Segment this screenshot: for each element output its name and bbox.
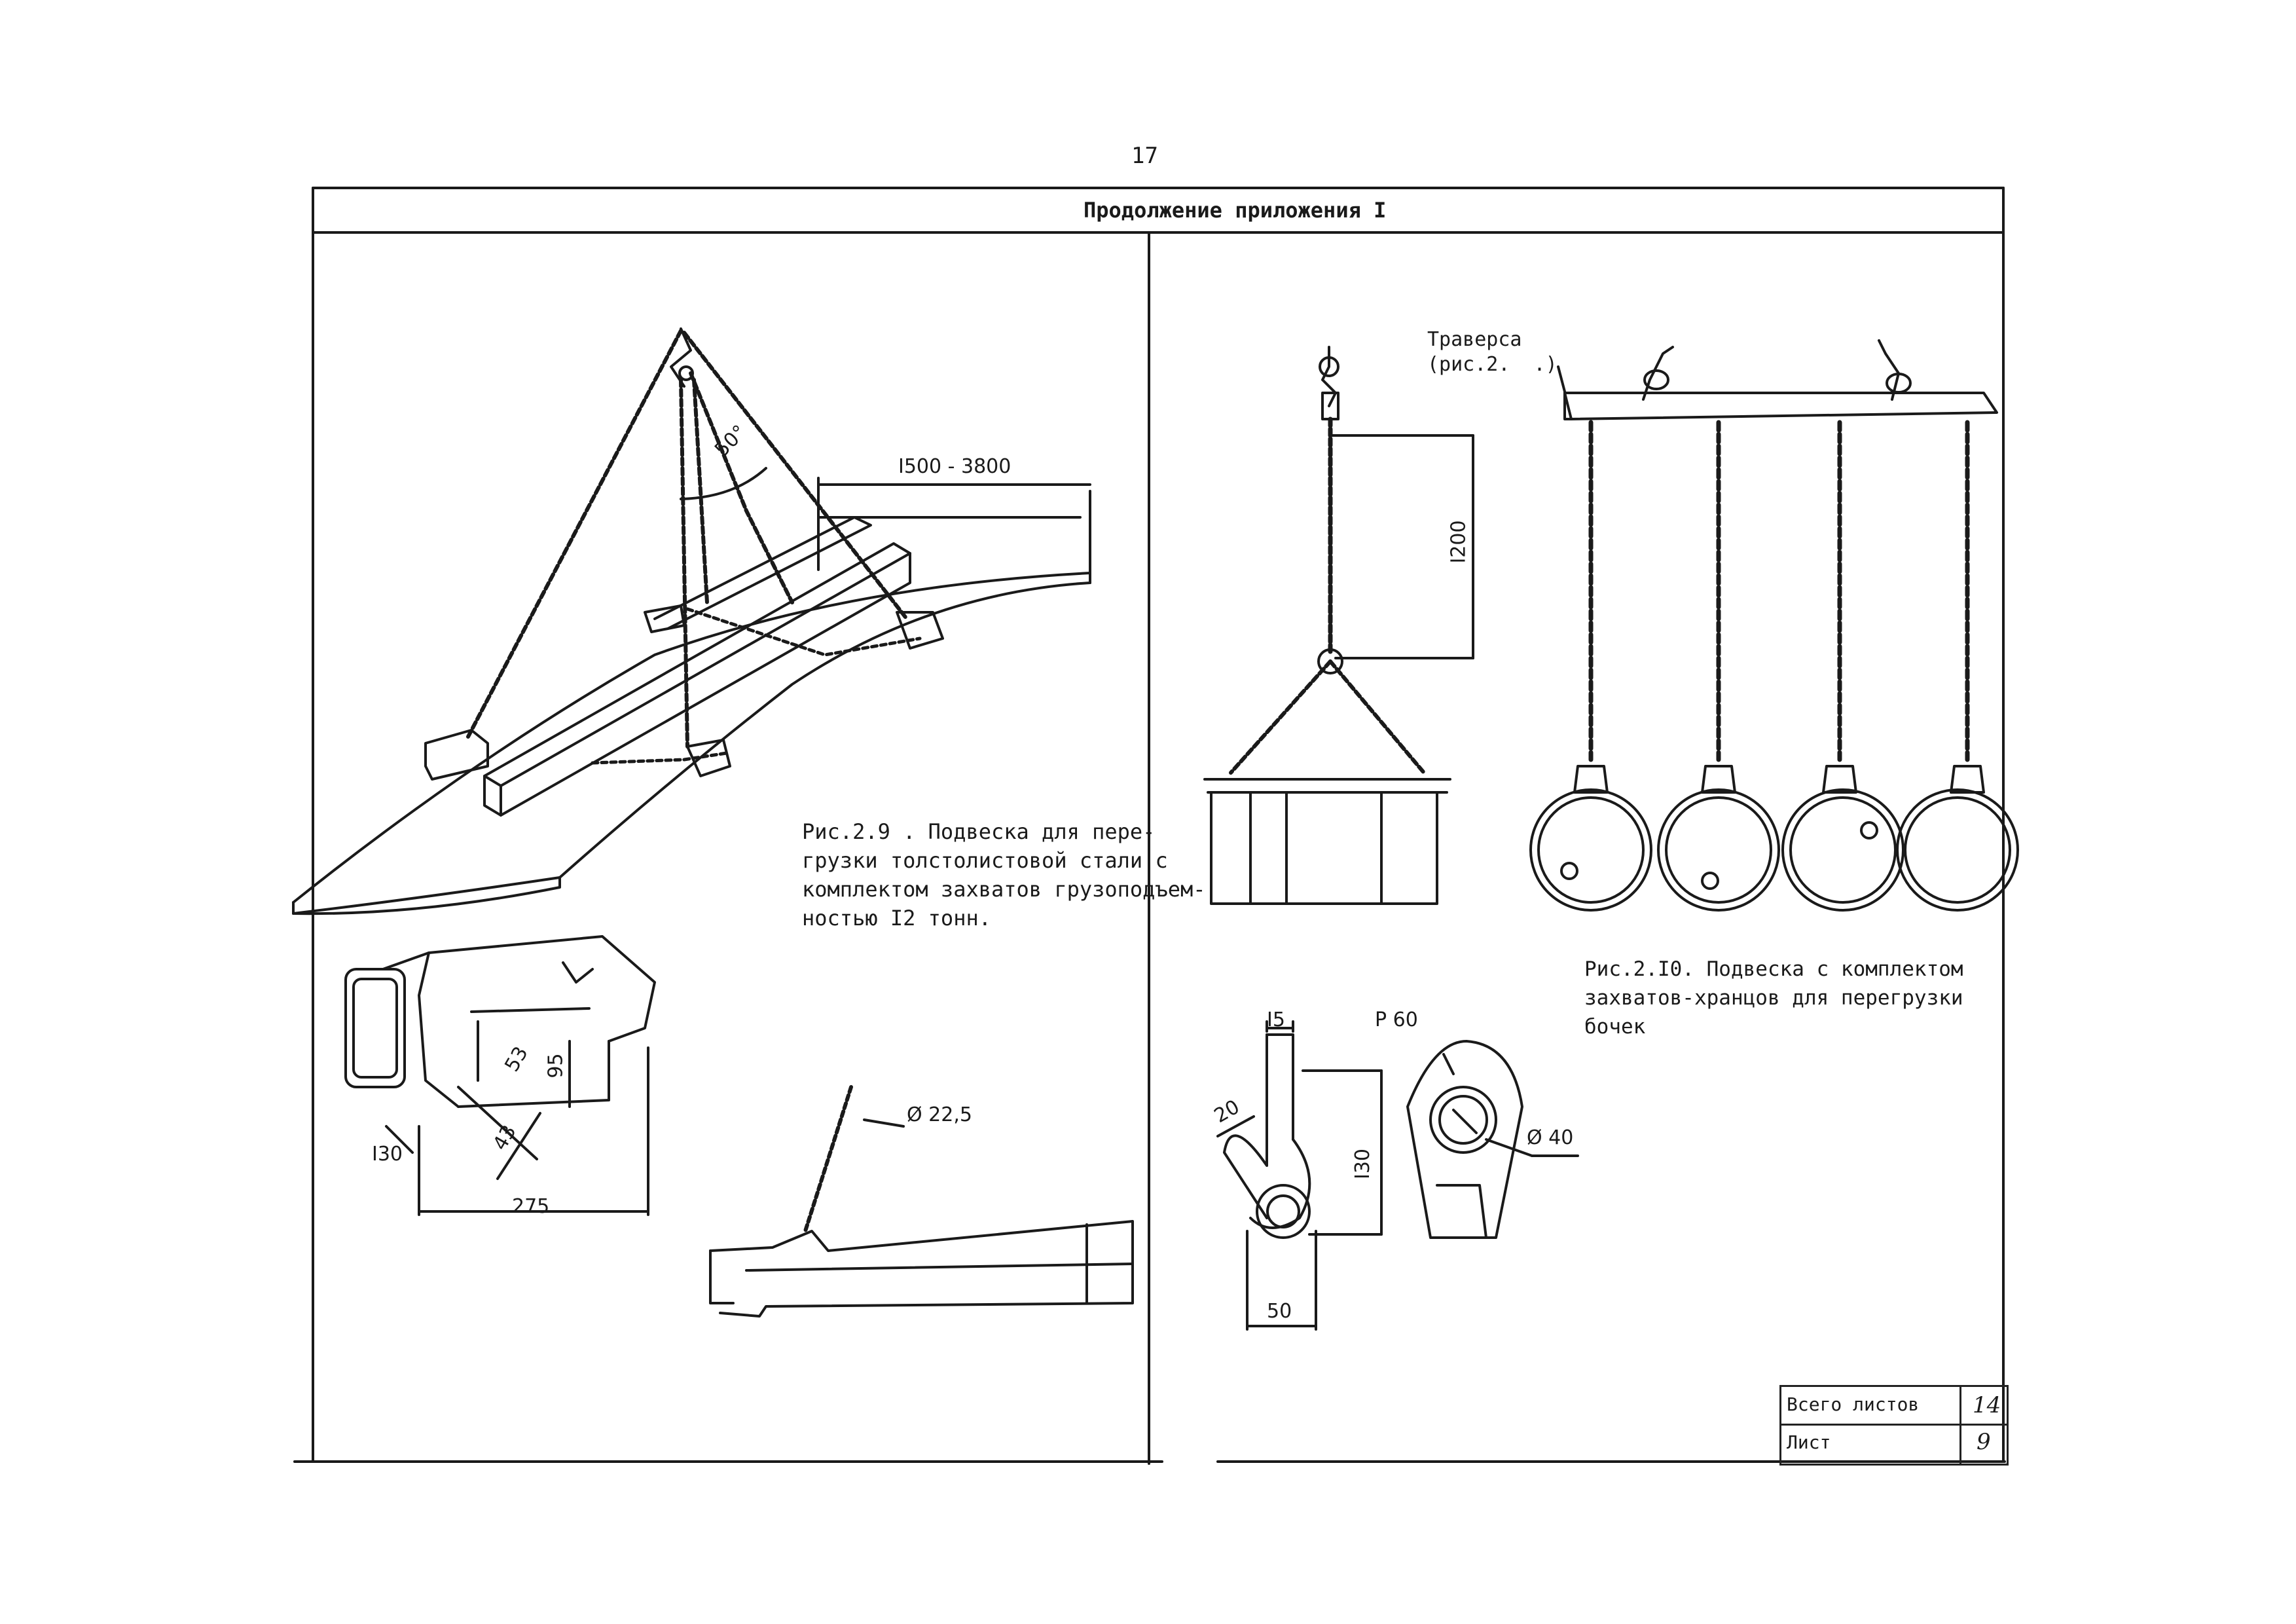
height-dimension-label: I200: [1447, 520, 1470, 564]
page-number: 17: [1131, 143, 1158, 169]
dim-130-left: I30: [372, 1143, 403, 1166]
figure-2-9-caption: Рис.2.9 . Подвеска для пере- грузки толс…: [802, 819, 1206, 931]
figure-2-10-caption: Рис.2.I0. Подвеска с комплектом захватов…: [1584, 957, 1963, 1039]
rope-clamp-detail-drawing: [709, 1085, 1134, 1318]
dim-275: 275: [512, 1195, 550, 1218]
dim-15: I5: [1267, 1008, 1285, 1031]
hook-detail-drawing: [1216, 1020, 1383, 1331]
rope-diameter-label: Ø 22,5: [907, 1103, 972, 1126]
dim-r60: P 60: [1375, 1008, 1418, 1031]
dim-130-right: I30: [1351, 1148, 1375, 1180]
sheet-frame: [293, 187, 2006, 1465]
span-dimension-label: I500 - 3800: [898, 455, 1011, 478]
sheet-value: 9: [1977, 1429, 1991, 1455]
sheet-label: Лист: [1787, 1431, 1831, 1453]
total-sheets-label: Всего листов: [1787, 1393, 1920, 1415]
header-title: Продолжение приложения I: [1084, 198, 1387, 223]
traverse-label: Траверса (рис.2. .): [1427, 328, 1558, 376]
barrel-sling-drawing: [1203, 346, 1474, 905]
plate-suspension-drawing: [292, 327, 1091, 915]
dim-95: 95: [544, 1053, 568, 1079]
clamp-detail-drawing: [344, 935, 656, 1216]
dim-50: 50: [1267, 1300, 1292, 1323]
title-block: Всего листов 14 Лист 9: [1779, 1385, 2009, 1466]
traverse-drawing: [1529, 339, 2019, 912]
total-sheets-value: 14: [1973, 1392, 2001, 1418]
eye-piece-drawing: [1406, 1040, 1579, 1239]
dim-diameter-40: Ø 40: [1527, 1126, 1574, 1149]
